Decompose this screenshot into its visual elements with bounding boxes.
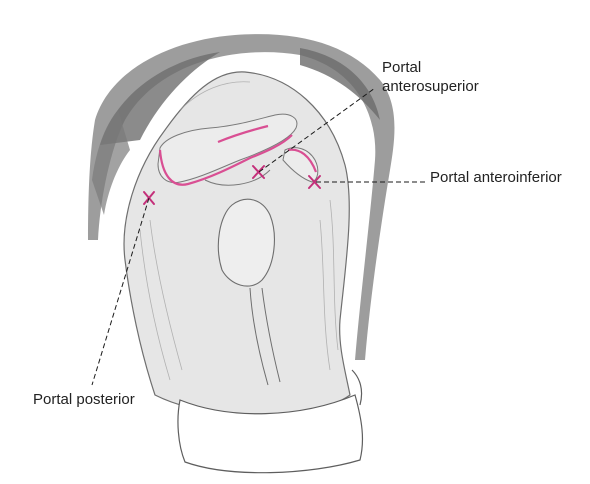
label-portal-anterosuperior: Portal anterosuperior [382, 58, 479, 96]
portal-anteroinferior-mark [308, 175, 321, 189]
shading [139, 81, 339, 381]
surgical-drape [88, 34, 395, 360]
clavicle-incision [217, 124, 269, 144]
leader-posterior [91, 197, 150, 386]
acromion-incision [158, 134, 293, 186]
label-portal-anteroinferior: Portal anteroinferior [430, 169, 562, 186]
label-anterosuperior-line1: Portal [382, 59, 422, 76]
acromion-outline [157, 113, 298, 186]
sleeve-cuff [177, 394, 364, 474]
label-portal-posterior: Portal posterior [33, 391, 135, 408]
humerus [204, 169, 281, 386]
coracoid [282, 147, 319, 183]
label-anterosuperior-line2: anterosuperior [382, 78, 479, 95]
portal-anterosuperior-mark [252, 165, 265, 179]
